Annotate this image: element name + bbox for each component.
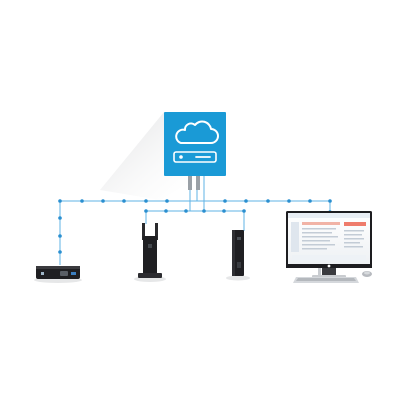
- network-node: [58, 250, 62, 254]
- mini-tower[interactable]: [226, 230, 250, 281]
- cloud-icon: [175, 120, 219, 144]
- network-node: [80, 199, 84, 203]
- network-node: [242, 209, 246, 213]
- keyboard-icon: [293, 277, 359, 283]
- network-node: [287, 199, 291, 203]
- server-connector: [188, 176, 192, 190]
- network-node: [58, 216, 62, 220]
- network-node: [223, 199, 227, 203]
- network-node: [328, 199, 332, 203]
- monitor-logo-icon: [327, 264, 331, 268]
- tower-thin-client-icon: [138, 223, 162, 278]
- thin-client-box-icon: [36, 266, 80, 279]
- network-node: [144, 199, 148, 203]
- network-node: [266, 199, 270, 203]
- network-node: [202, 209, 206, 213]
- device-shadow: [226, 275, 250, 281]
- network-node: [164, 209, 168, 213]
- monitor-workstation[interactable]: [286, 211, 372, 283]
- network-node: [101, 199, 105, 203]
- network-node: [308, 199, 312, 203]
- mouse-icon: [362, 271, 372, 277]
- network-node: [122, 199, 126, 203]
- server-connector: [196, 176, 200, 190]
- network-node: [222, 209, 226, 213]
- network-node: [165, 199, 169, 203]
- server-unit-icon: [173, 151, 217, 163]
- network-node: [144, 209, 148, 213]
- tower-thin-client[interactable]: [134, 223, 166, 282]
- network-node: [244, 199, 248, 203]
- mini-tower-icon: [232, 230, 244, 276]
- monitor-icon: [286, 211, 372, 278]
- thin-client-box[interactable]: [34, 266, 82, 283]
- network-node: [184, 209, 188, 213]
- cloud-server[interactable]: [164, 112, 226, 190]
- network-node: [58, 234, 62, 238]
- network-node: [58, 199, 62, 203]
